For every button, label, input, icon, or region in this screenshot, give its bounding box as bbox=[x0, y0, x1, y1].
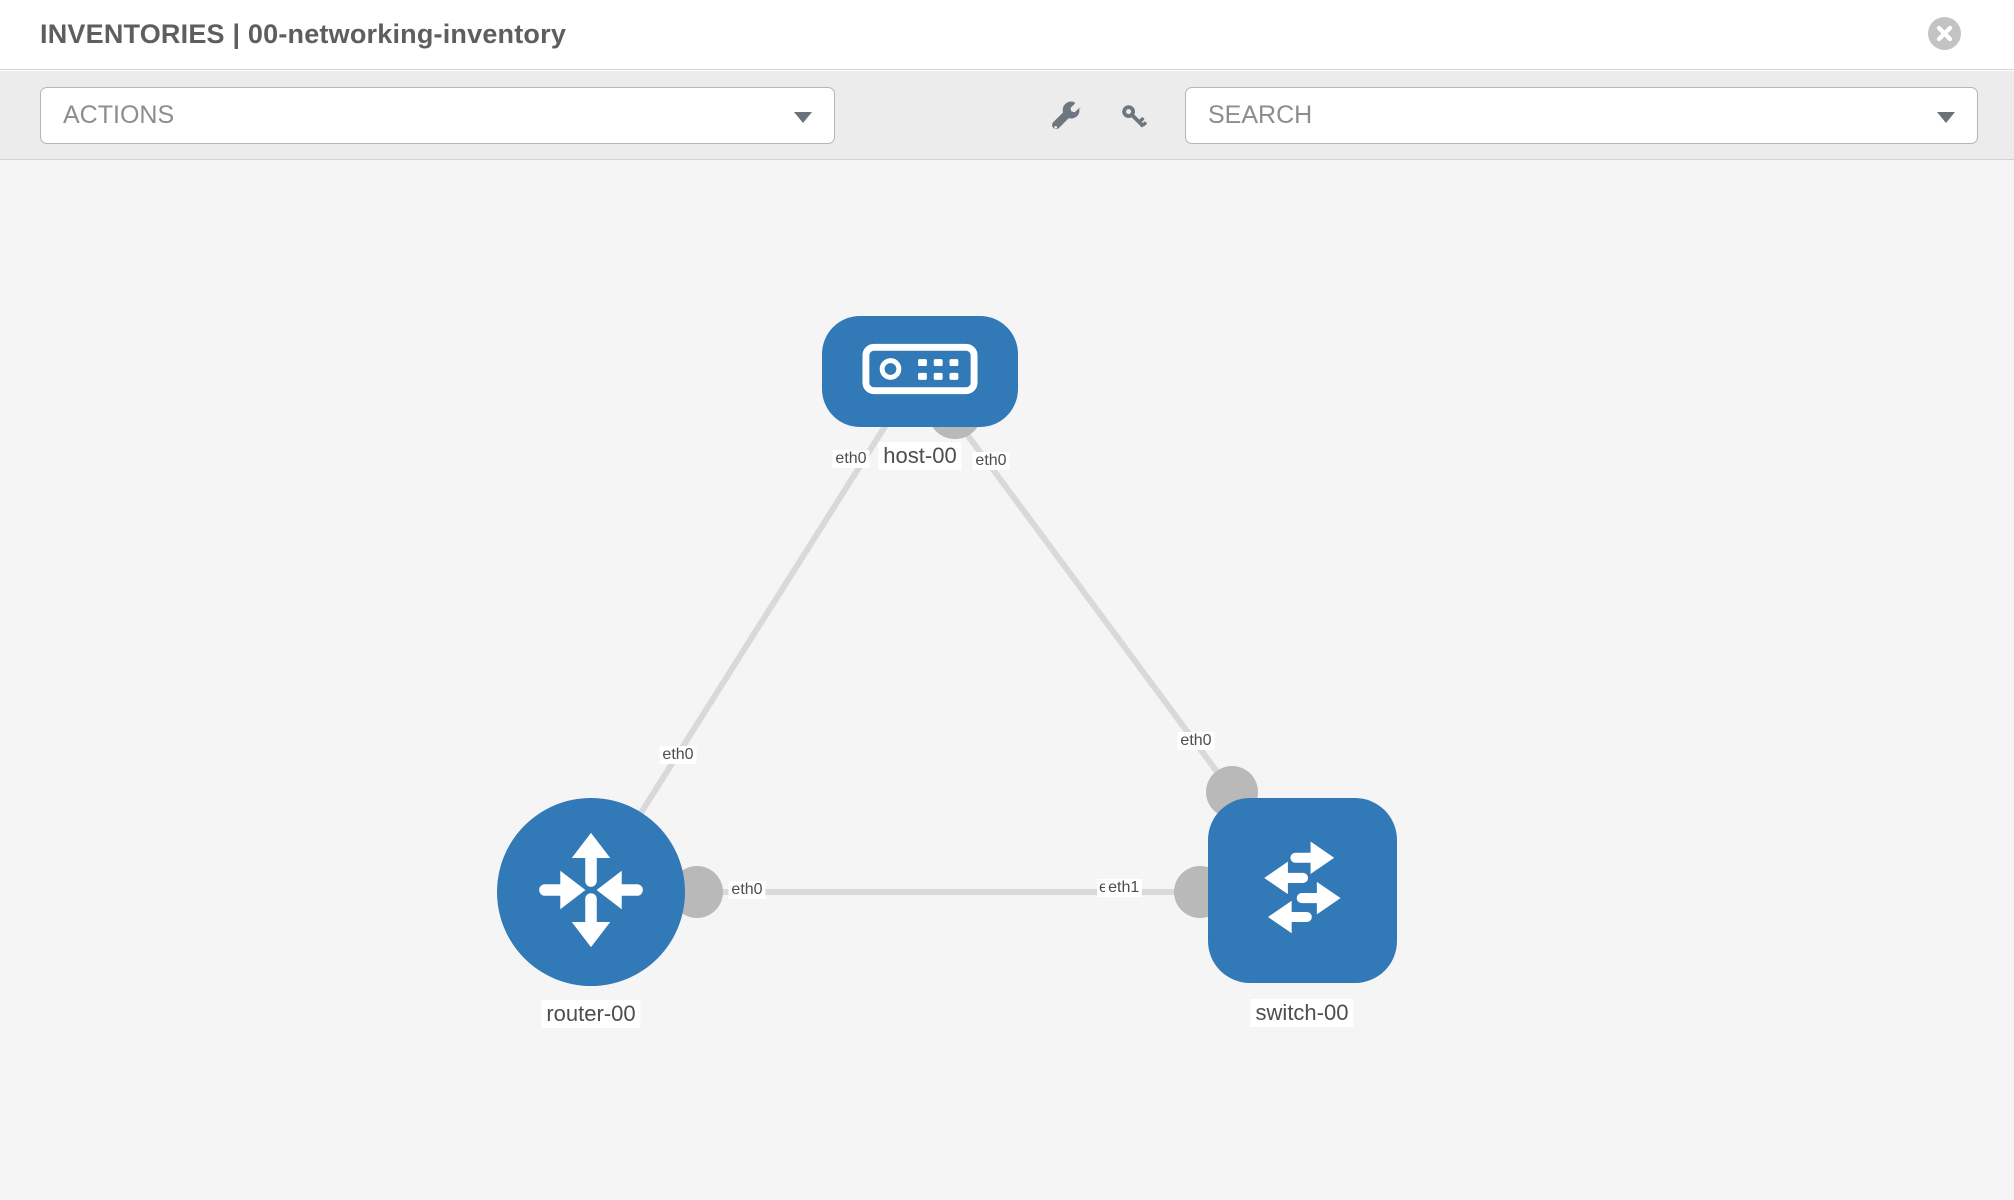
topology-canvas[interactable]: host-00 router-00 switch-00 eth0 eth0 et… bbox=[0, 160, 2014, 1200]
node-label-host: host-00 bbox=[878, 442, 962, 470]
page-title: INVENTORIES | 00-networking-inventory bbox=[40, 19, 567, 49]
node-host-00[interactable] bbox=[822, 316, 1018, 427]
node-label-switch: switch-00 bbox=[1250, 999, 1354, 1027]
actions-dropdown-label: ACTIONS bbox=[63, 101, 175, 129]
node-label-router: router-00 bbox=[541, 1000, 641, 1028]
wrench-icon bbox=[1050, 101, 1084, 139]
if-label-host-eth0-right: eth0 bbox=[972, 452, 1010, 470]
chevron-down-icon bbox=[794, 112, 812, 123]
configure-tools-button[interactable] bbox=[1050, 101, 1084, 135]
toolbar: ACTIONS bbox=[0, 71, 2014, 160]
host-device-icon bbox=[861, 342, 979, 401]
if-label-switch-eth1: eth1 bbox=[1105, 879, 1143, 897]
if-label-host-eth0-left: eth0 bbox=[832, 450, 870, 468]
actions-dropdown[interactable]: ACTIONS bbox=[40, 87, 835, 144]
key-icon bbox=[1118, 105, 1152, 139]
switch-icon bbox=[1240, 825, 1366, 956]
node-switch-00[interactable] bbox=[1208, 798, 1397, 983]
credentials-button[interactable] bbox=[1118, 101, 1152, 135]
close-button[interactable] bbox=[1928, 17, 1961, 50]
if-label-router-eth0: eth0 bbox=[728, 881, 766, 899]
topology-links-layer bbox=[588, 369, 1302, 918]
chevron-down-icon bbox=[1937, 112, 1955, 123]
search-dropdown-label: SEARCH bbox=[1208, 101, 1313, 129]
search-dropdown[interactable]: SEARCH bbox=[1185, 87, 1978, 144]
if-label-router-link-eth0: eth0 bbox=[659, 746, 697, 764]
header: INVENTORIES | 00-networking-inventory bbox=[0, 0, 2014, 70]
router-icon bbox=[527, 826, 655, 959]
link-host-switch[interactable] bbox=[917, 369, 1235, 794]
if-label-switch-overlap: eth0 eth1 bbox=[1097, 879, 1143, 897]
node-router-00[interactable] bbox=[497, 798, 685, 986]
if-label-switch-link-eth0: eth0 bbox=[1177, 732, 1215, 750]
